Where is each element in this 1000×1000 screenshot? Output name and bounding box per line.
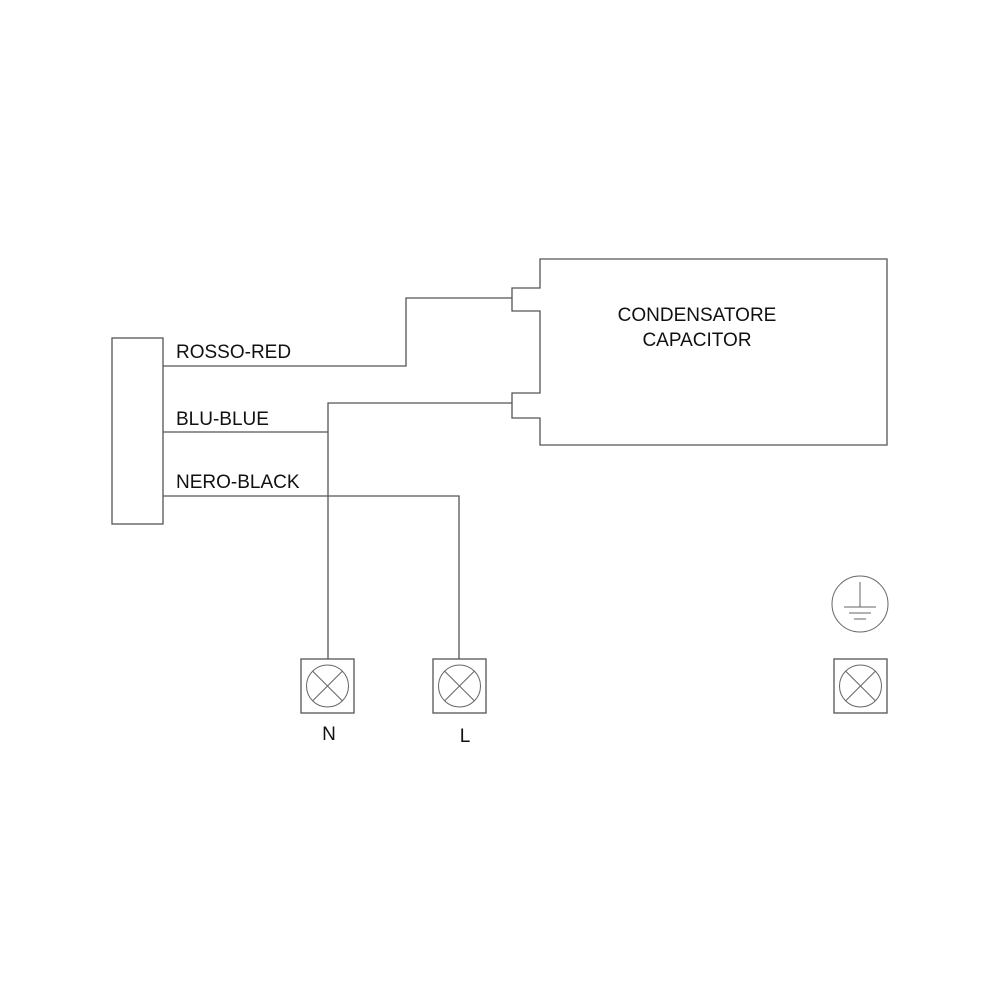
wire-black bbox=[163, 495, 460, 659]
terminal-earth bbox=[833, 658, 888, 714]
ground-icon bbox=[831, 575, 889, 633]
label-black-wire: NERO-BLACK bbox=[176, 472, 300, 493]
capacitor-label-it: CONDENSATORE bbox=[618, 305, 777, 326]
terminal-n bbox=[300, 658, 355, 714]
label-blue-wire: BLU-BLUE bbox=[176, 409, 269, 430]
terminal-n-label: N bbox=[322, 724, 336, 745]
terminal-l bbox=[432, 658, 487, 714]
terminal-x-icon bbox=[306, 664, 349, 708]
wire-red bbox=[163, 297, 512, 367]
capacitor-label-en: CAPACITOR bbox=[642, 330, 751, 351]
wire-blue-main bbox=[327, 402, 512, 659]
label-red-wire: ROSSO-RED bbox=[176, 342, 291, 363]
capacitor-box bbox=[511, 258, 888, 446]
terminal-l-label: L bbox=[460, 726, 471, 747]
terminal-x-icon bbox=[839, 664, 882, 708]
motor-block bbox=[111, 337, 164, 525]
terminal-x-icon bbox=[438, 664, 481, 708]
